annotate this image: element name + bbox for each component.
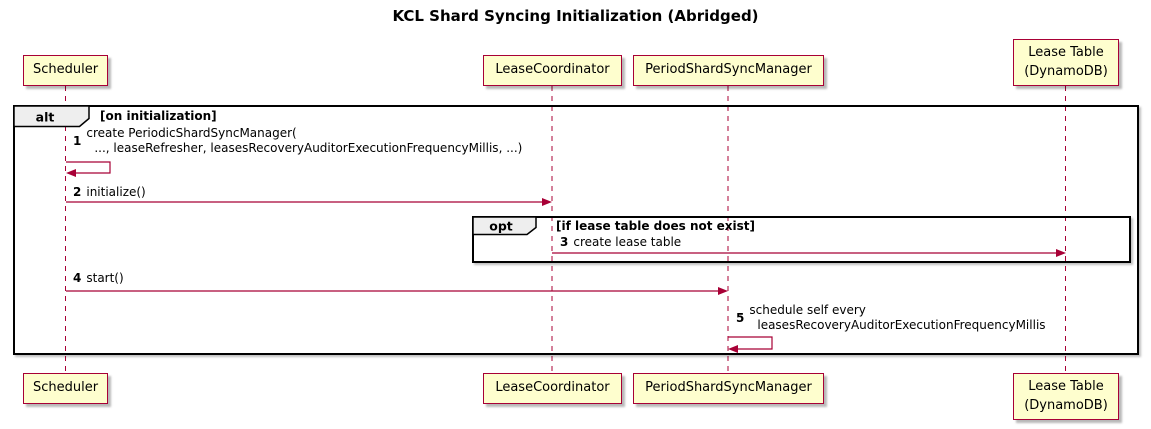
message-number: 1 (73, 133, 82, 148)
message-1-label: 1 create PeriodicShardSyncManager( ..., … (73, 126, 522, 156)
participant-lease-table-top: Lease Table (DynamoDB) (1013, 39, 1119, 86)
participant-label: Lease Table (1028, 378, 1104, 394)
participant-periodshardsyncmanager-top: PeriodShardSyncManager (633, 55, 824, 86)
message-5-label: 5 schedule self every leasesRecoveryAudi… (736, 303, 1046, 333)
participant-leasecoordinator-bottom: LeaseCoordinator (483, 373, 622, 404)
alt-pentagon-shape (13, 105, 90, 128)
message-text: schedule self every (749, 303, 866, 317)
participant-label: Scheduler (32, 62, 99, 78)
message-text: start() (86, 271, 124, 285)
participant-label: LeaseCoordinator (495, 380, 610, 396)
participant-periodshardsyncmanager-bottom: PeriodShardSyncManager (633, 373, 824, 404)
message-number: 3 (560, 235, 569, 249)
participant-scheduler-top: Scheduler (23, 55, 108, 86)
participant-label: (DynamoDB) (1024, 397, 1108, 413)
participant-label: Lease Table (1028, 44, 1104, 60)
opt-pentagon-shape (472, 216, 537, 236)
participant-label: PeriodShardSyncManager (645, 380, 812, 396)
participant-label: PeriodShardSyncManager (645, 62, 812, 78)
message-text: ..., leaseRefresher, leasesRecoveryAudit… (94, 141, 523, 155)
participant-lease-table-bottom: Lease Table (DynamoDB) (1013, 373, 1119, 420)
participant-label: (DynamoDB) (1024, 63, 1108, 79)
diagram-title: KCL Shard Syncing Initialization (Abridg… (392, 7, 759, 25)
participant-label: LeaseCoordinator (495, 62, 610, 78)
opt-operator-label: opt (489, 219, 513, 234)
message-text: initialize() (86, 185, 146, 199)
participant-label: Scheduler (32, 380, 99, 396)
alt-operator-pentagon: alt (13, 105, 90, 128)
alt-operator-label: alt (36, 110, 55, 125)
message-number: 5 (736, 310, 745, 325)
message-text: create PeriodicShardSyncManager( (86, 126, 297, 140)
participant-leasecoordinator-top: LeaseCoordinator (483, 55, 622, 86)
alt-fragment-frame: alt (13, 105, 1139, 355)
message-text: leasesRecoveryAuditorExecutionFrequencyM… (757, 318, 1046, 332)
message-4-label: 4 start() (73, 271, 124, 286)
alt-condition: [on initialization] (100, 109, 217, 123)
message-3-label: 3 create lease table (560, 235, 681, 250)
message-text: create lease table (573, 235, 682, 249)
opt-condition: [if lease table does not exist] (556, 219, 756, 233)
message-number: 4 (73, 271, 82, 285)
message-number: 2 (73, 185, 82, 199)
participant-scheduler-bottom: Scheduler (23, 373, 108, 404)
opt-fragment-frame: opt (472, 216, 1131, 263)
opt-operator-pentagon: opt (472, 216, 537, 236)
message-2-label: 2 initialize() (73, 185, 146, 200)
